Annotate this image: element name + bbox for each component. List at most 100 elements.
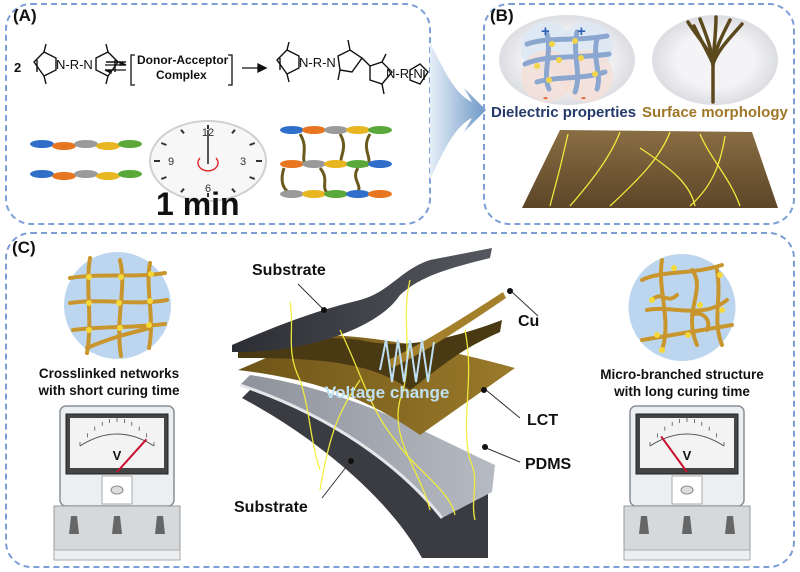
clock-tick xyxy=(231,129,236,134)
monomer xyxy=(346,126,370,134)
voltage-change-label: Voltage change xyxy=(325,383,450,402)
clock-tick xyxy=(160,142,167,146)
meter-terminal xyxy=(112,516,122,534)
minus-charge: - xyxy=(581,89,586,106)
panel-a-label: (A) xyxy=(13,6,37,25)
right-caption-line2: with long curing time xyxy=(614,384,750,399)
panel-b-label: (B) xyxy=(490,6,514,25)
network-strand xyxy=(85,326,152,350)
monomer xyxy=(368,126,392,134)
network-strand xyxy=(715,268,724,347)
reaction-scheme: 2 N-R-N Donor-Acceptor Complex N-R-N N-R… xyxy=(14,39,429,95)
monomer xyxy=(74,140,98,148)
monomer xyxy=(368,190,392,198)
top-substrate-label: Substrate xyxy=(252,262,326,279)
monomer xyxy=(302,190,326,198)
plus-charge: + xyxy=(541,23,550,40)
meter-foot xyxy=(623,549,751,561)
crosslink-node xyxy=(649,297,655,303)
meter-terminal xyxy=(725,516,735,534)
crosslink-node xyxy=(148,271,154,277)
network-strand xyxy=(690,268,699,347)
crosslink-node xyxy=(86,327,92,333)
meter-foot xyxy=(53,549,181,561)
complex-label-line2: Complex xyxy=(156,68,207,82)
transition-arrow xyxy=(430,42,486,180)
lct-upper-layer xyxy=(238,320,502,390)
monomer xyxy=(30,140,54,148)
crosslink-node xyxy=(116,300,122,306)
panel-c xyxy=(5,232,795,568)
crosslink-node xyxy=(117,325,123,331)
monomer xyxy=(280,126,304,134)
coefficient: 2 xyxy=(14,60,21,75)
monomer xyxy=(96,172,120,180)
clock-number: 3 xyxy=(240,156,246,168)
monomer xyxy=(118,170,142,178)
clock-tick xyxy=(249,142,256,146)
crosslink-node xyxy=(697,302,703,308)
monomer xyxy=(346,160,370,168)
surface-morphology-label: Surface morphology xyxy=(642,104,788,121)
voltmeter-left: V xyxy=(53,405,181,561)
bottom-substrate-layer xyxy=(242,390,488,558)
maleimide-ring xyxy=(33,51,57,77)
minus-charge: - xyxy=(543,89,548,106)
left-caption-line1: Crosslinked networks xyxy=(38,366,180,381)
network-strand xyxy=(659,258,668,352)
crosslink-node xyxy=(86,274,92,280)
meter-needle xyxy=(660,435,688,473)
network-strand xyxy=(690,311,711,332)
monomer xyxy=(280,160,304,168)
network-strand xyxy=(640,263,724,282)
crosslinked-chains xyxy=(280,126,392,198)
crosslink-node xyxy=(717,272,723,278)
monomer xyxy=(324,160,348,168)
monomer xyxy=(52,142,76,150)
panel-c-label: (C) xyxy=(12,238,36,257)
monomer xyxy=(302,160,326,168)
crosslink-node xyxy=(146,322,152,328)
meter-terminal xyxy=(69,516,79,534)
dielectric-illustration: + + - - xyxy=(499,15,635,106)
crosslink-node xyxy=(659,347,665,353)
network-strand xyxy=(650,293,679,302)
left-caption-line2: with short curing time xyxy=(38,383,180,398)
crosslinked-network-bubble xyxy=(64,252,171,359)
clock-tick xyxy=(180,188,185,193)
monomer xyxy=(74,170,98,178)
voltage-wave-icon xyxy=(379,339,435,383)
clock-tick xyxy=(249,176,256,180)
cu-electrode xyxy=(388,292,506,368)
pdms-label: PDMS xyxy=(525,456,572,473)
monomer xyxy=(118,140,142,148)
meter-needle xyxy=(116,438,148,473)
monomer xyxy=(368,160,392,168)
voltmeter-right: V xyxy=(623,405,751,561)
maleimide-ring xyxy=(95,51,119,77)
monomer xyxy=(52,172,76,180)
monomer xyxy=(96,142,120,150)
monomer xyxy=(346,190,370,198)
panel-b xyxy=(483,3,795,225)
meter-scale xyxy=(649,433,725,447)
dielectric-properties-label: Dielectric properties xyxy=(491,104,637,121)
crosslink-node xyxy=(685,332,691,338)
meter-knob-panel xyxy=(101,475,133,505)
crosslink-node xyxy=(654,332,660,338)
micro-branched-bubble xyxy=(628,254,736,361)
clock-tick xyxy=(160,176,167,180)
clock-number: 9 xyxy=(168,156,174,168)
crosslink xyxy=(364,133,372,168)
crosslink-node xyxy=(86,300,92,306)
right-caption-line1: Micro-branched structure xyxy=(600,367,764,382)
network-strand xyxy=(68,271,167,280)
complex-label-line1: Donor-Acceptor xyxy=(137,53,229,67)
meter-unit: V xyxy=(113,448,122,463)
product-linker-left: N-R-N xyxy=(299,55,336,70)
meter-scale xyxy=(79,433,155,447)
reactant-linker: N-R-N xyxy=(56,57,93,72)
monomer xyxy=(302,126,326,134)
clock-arc xyxy=(197,157,219,172)
linear-chains xyxy=(30,140,142,180)
